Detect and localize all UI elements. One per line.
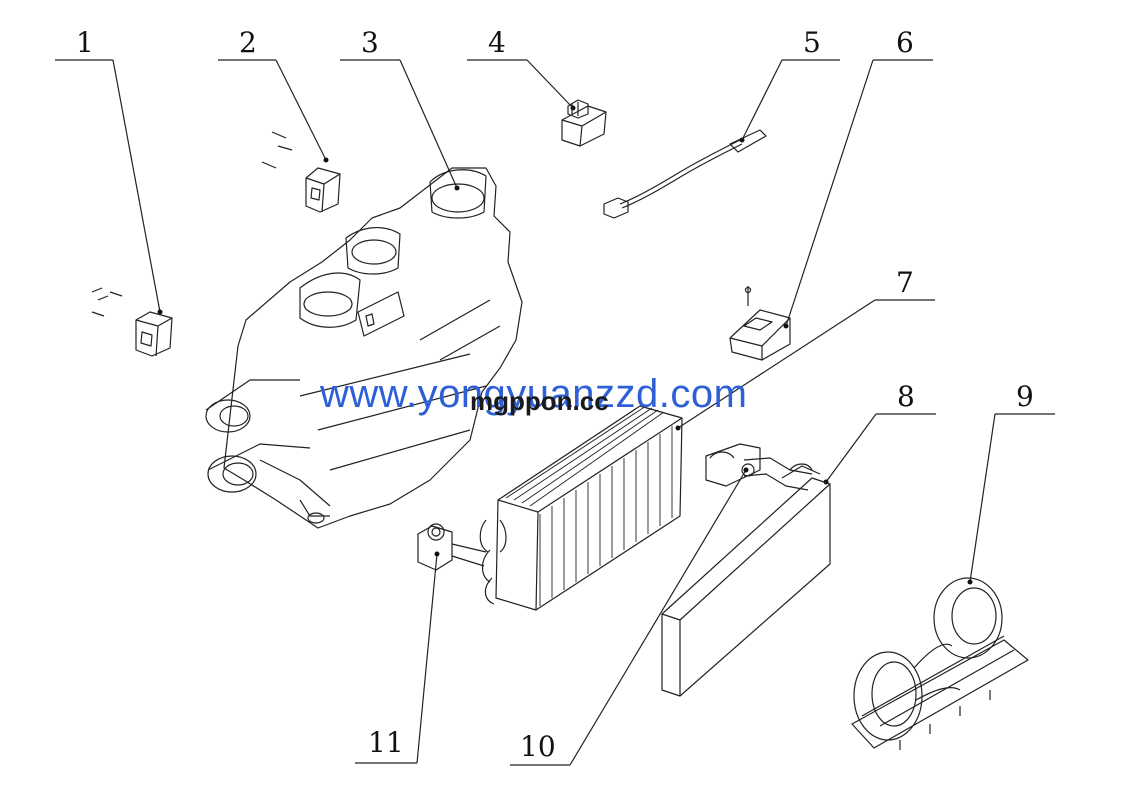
part-6-sensor-bracket — [729, 286, 791, 361]
callout-11: 11 — [368, 726, 404, 759]
callout-3: 3 — [361, 26, 379, 59]
callout-labels: 1 2 3 4 5 6 7 8 9 10 11 — [76, 26, 1034, 763]
watermark-overlay: mgppon.cc — [470, 386, 609, 416]
callout-8: 8 — [897, 380, 915, 413]
leader-dots — [157, 105, 973, 585]
part-7-evaporator — [479, 405, 683, 611]
part-5-sensor-wire — [603, 129, 767, 219]
leader-lines — [55, 59, 1055, 766]
part-4-resistor — [561, 99, 607, 147]
part-2-actuator — [261, 131, 341, 213]
part-1-actuator — [91, 287, 173, 357]
part-9-blower — [851, 577, 1029, 750]
part-11-expansion-valve — [417, 523, 487, 571]
part-8-heater-core — [661, 463, 831, 697]
callout-5: 5 — [803, 26, 821, 59]
callout-9: 9 — [1016, 380, 1034, 413]
callout-6: 6 — [896, 26, 914, 59]
callout-10: 10 — [520, 730, 556, 763]
watermark-url: www.yongyuanzzd.com — [320, 372, 748, 416]
callout-2: 2 — [239, 26, 257, 59]
callout-4: 4 — [488, 26, 506, 59]
part-10-valve — [705, 443, 813, 491]
callout-7: 7 — [896, 266, 914, 299]
callout-1: 1 — [76, 26, 94, 59]
part-3-hvac-housing — [205, 167, 523, 529]
